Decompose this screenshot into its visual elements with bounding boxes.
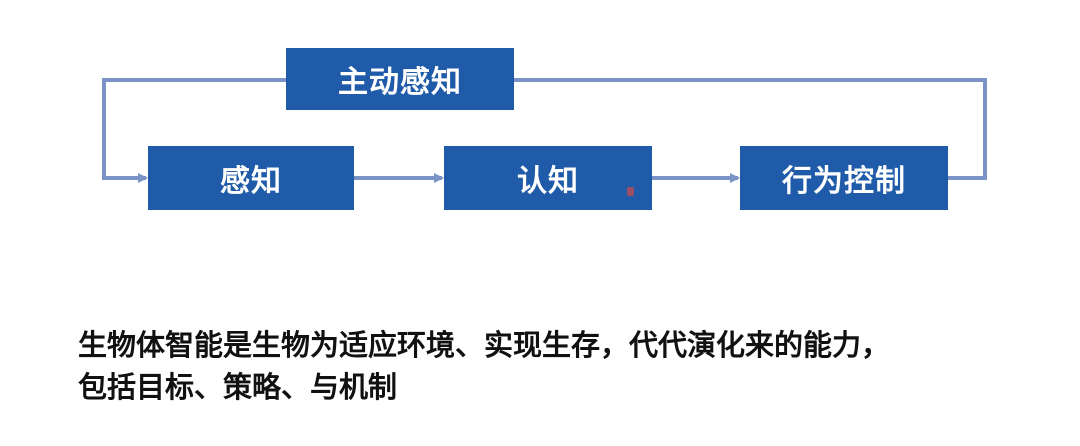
caption-line-2: 包括目标、策略、与机制 [78, 370, 398, 404]
caption-text: 生物体智能是生物为适应环境、实现生存，代代演化来的能力， 包括目标、策略、与机制 [78, 324, 1068, 408]
caption-line-1: 生物体智能是生物为适应环境、实现生存，代代演化来的能力， [78, 328, 891, 362]
node-perception: 感知 [148, 146, 354, 210]
feedback-loop-arrow-left [102, 78, 286, 183]
node-active-perception-label: 主动感知 [338, 65, 462, 100]
node-behavior-control: 行为控制 [740, 146, 948, 210]
feedback-loop-arrow [514, 78, 987, 180]
node-perception-label: 感知 [220, 164, 282, 199]
node-behavior-control-label: 行为控制 [782, 164, 906, 199]
node-cognition-label: 认知 [517, 164, 579, 199]
mouse-cursor-icon [627, 187, 634, 196]
node-active-perception: 主动感知 [286, 48, 514, 110]
node-cognition: 认知 [444, 146, 652, 210]
